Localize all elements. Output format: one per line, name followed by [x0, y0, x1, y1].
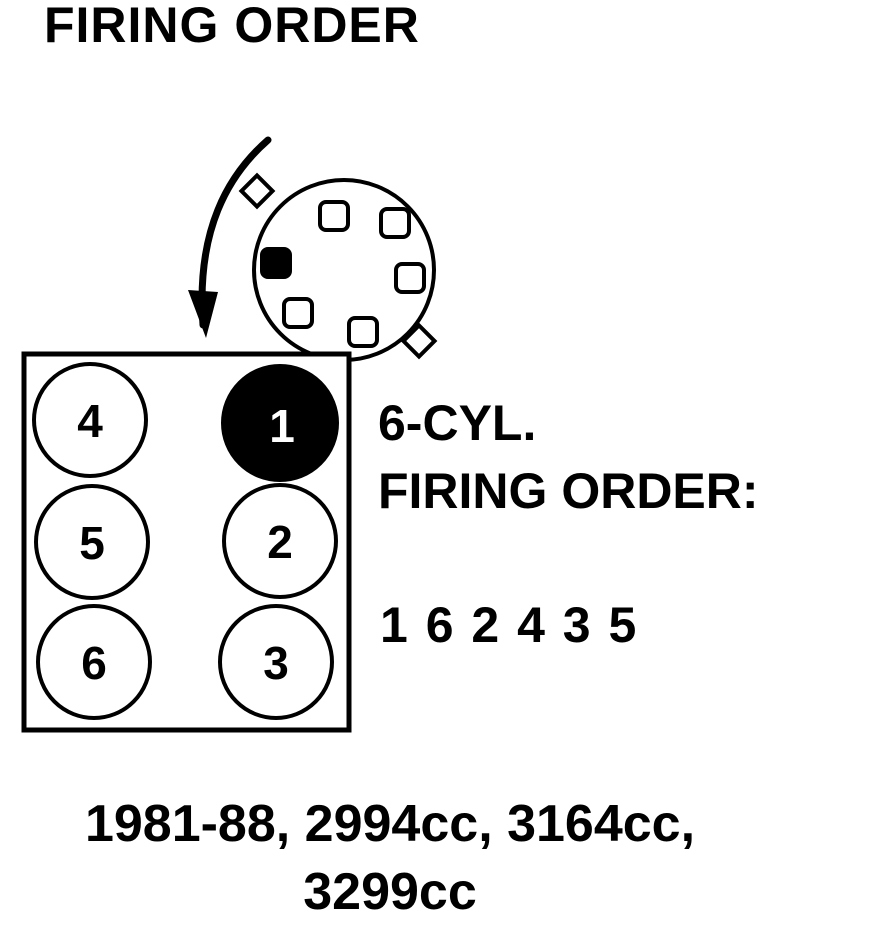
firing-order-label: FIRING ORDER:	[378, 463, 759, 519]
cylinder: 1	[221, 364, 339, 482]
firing-order-sequence: 1 6 2 4 3 5	[380, 597, 637, 653]
cylinder-circle	[32, 362, 148, 478]
cylinder-count-label: 6-CYL.	[378, 395, 537, 451]
cylinder-circle	[222, 483, 338, 599]
cylinder: 5	[34, 484, 150, 600]
cylinder-label: 6	[81, 637, 107, 689]
terminal	[282, 297, 314, 329]
terminal	[318, 200, 350, 232]
cylinder: 3	[218, 604, 334, 720]
cylinder-label: 4	[77, 395, 103, 447]
terminal	[379, 207, 411, 239]
cylinder: 6	[36, 604, 152, 720]
terminal	[347, 316, 379, 348]
engine-applications-caption: 1981-88, 2994cc, 3164cc, 3299cc	[0, 790, 780, 926]
rotation-arrow-head	[188, 290, 218, 338]
cylinder-label: 1	[269, 400, 295, 452]
caption-line: 1981-88, 2994cc, 3164cc,	[84, 795, 696, 853]
distributor-cap	[238, 172, 438, 362]
cylinder-circle	[36, 604, 152, 720]
cylinder-circle	[218, 604, 334, 720]
cylinder: 4	[32, 362, 148, 478]
cylinder: 2	[222, 483, 338, 599]
cylinder-circle-firing	[221, 364, 339, 482]
caption-line: 3299cc	[303, 863, 477, 921]
cylinder-label: 3	[263, 637, 289, 689]
terminal-active	[260, 247, 292, 279]
terminal	[394, 262, 426, 294]
cylinder-circle	[34, 484, 150, 600]
mounting-tab	[238, 172, 276, 210]
diagram-title: FIRING ORDER	[44, 0, 420, 53]
cylinder-label: 5	[79, 517, 105, 569]
cylinder-label: 2	[267, 516, 293, 568]
mounting-tab	[400, 322, 438, 360]
